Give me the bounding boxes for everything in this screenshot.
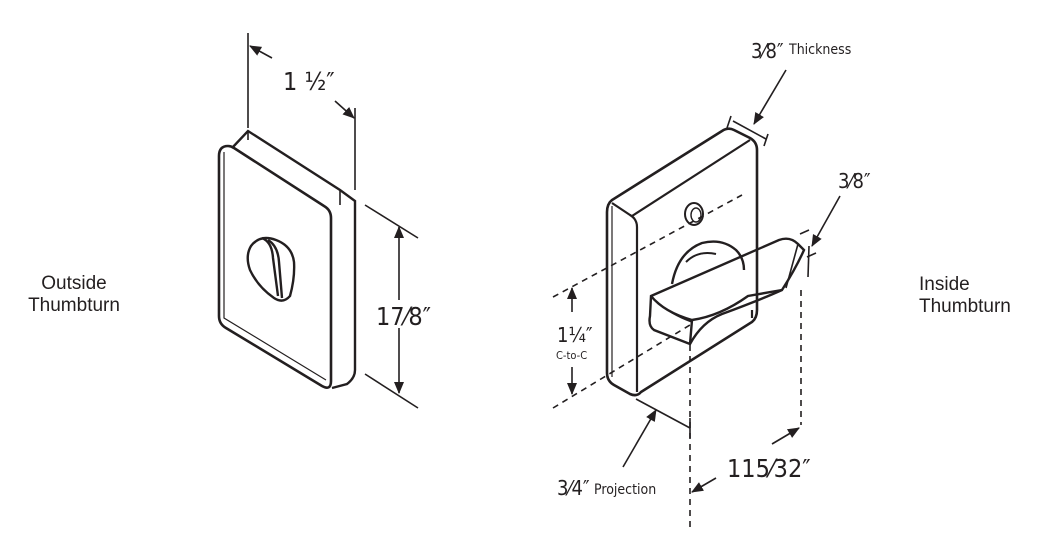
outside-label-line2: Thumbturn <box>28 295 120 316</box>
projection-label: Projection <box>594 482 656 498</box>
thickness-dimension: 3⁄8″ Thickness <box>726 39 851 147</box>
c-to-c-label: C-to-C <box>556 349 587 362</box>
outside-thumbturn-label: Outside Thumbturn <box>18 273 130 317</box>
inside-thumbturn-drawing <box>605 127 806 397</box>
outside-height-dimension: 17⁄8″ <box>364 204 431 409</box>
projection-dimension: 3⁄4″ Projection <box>557 398 691 500</box>
outside-height-label: 17⁄8″ <box>376 302 431 331</box>
outside-thumbturn-drawing <box>217 129 357 390</box>
outside-thumbturn-knob <box>246 236 296 302</box>
thumb-height-value: 3⁄8″ <box>838 169 871 193</box>
inside-label-line2: Thumbturn <box>919 296 1011 317</box>
inside-thumbturn-label: Inside Thumbturn <box>919 274 1011 318</box>
c-to-c-value: 1¼″ <box>557 323 593 347</box>
c-to-c-dimension: 1¼″ C-to-C <box>556 287 593 395</box>
outside-width-dimension: 1 ½″ <box>247 33 356 190</box>
overall-projection-value: 115⁄32″ <box>727 454 811 483</box>
thickness-value: 3⁄8″ <box>751 39 784 63</box>
thickness-label: Thickness <box>788 42 851 58</box>
overall-projection-dimension: 115⁄32″ <box>691 427 811 493</box>
outside-width-label: 1 ½″ <box>283 67 335 96</box>
thumb-height-dimension: 3⁄8″ <box>799 169 871 278</box>
outside-label-line1: Outside <box>41 273 107 294</box>
projection-value: 3⁄4″ <box>557 476 590 500</box>
inside-label-line1: Inside <box>919 274 970 295</box>
inside-thumbturn-lever <box>648 237 806 346</box>
